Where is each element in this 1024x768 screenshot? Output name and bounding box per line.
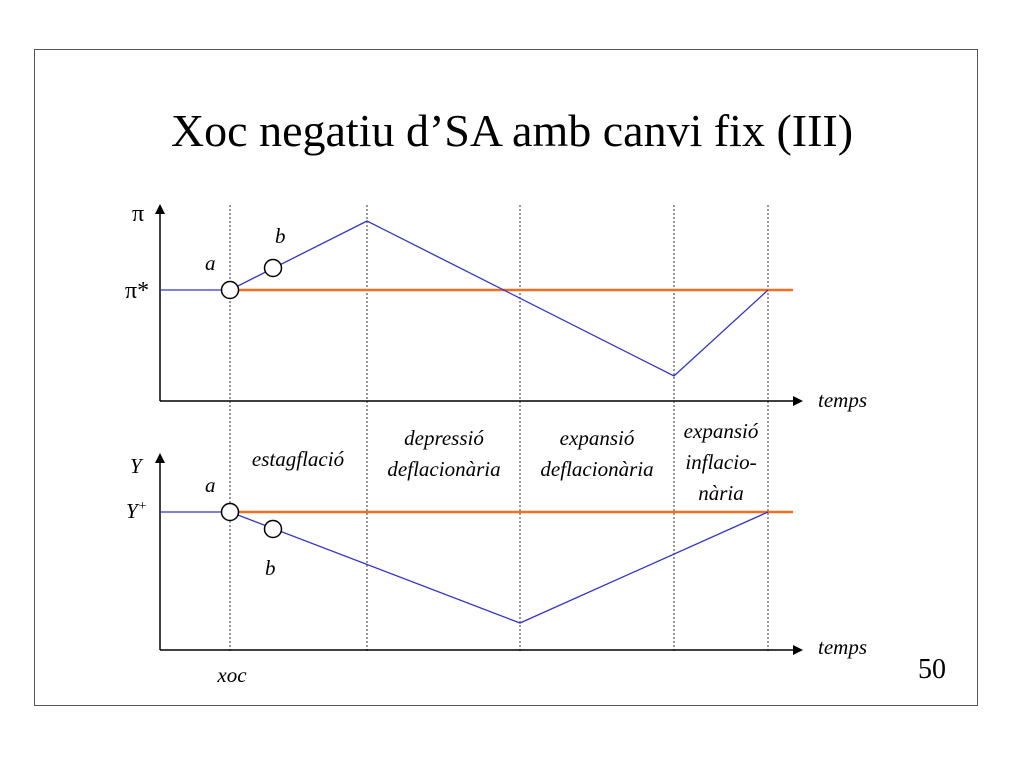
top-panel: π π* a b temps: [125, 201, 867, 412]
bottom-level-label: Y+: [126, 499, 147, 523]
phase-expansion-infl-label-line1: expansió: [684, 419, 759, 443]
top-point-b-marker: [263, 258, 283, 278]
phase-stagflation-label: estagflació: [252, 447, 345, 471]
phase-depression-label-line2: deflacionària: [387, 457, 500, 481]
phase-depression-label-line1: depressió: [404, 426, 484, 450]
bottom-x-axis-label: temps: [818, 635, 867, 659]
shock-label: xoc: [216, 663, 247, 687]
slide-frame: [34, 49, 978, 706]
phase-expansion-defl-label-line1: expansió: [560, 426, 635, 450]
phase-expansion-infl-label-line2: inflacio-: [685, 450, 756, 474]
bottom-point-a-marker: [220, 502, 240, 522]
bottom-point-b-label: b: [265, 556, 276, 580]
bottom-level-label-base: Y: [126, 499, 140, 523]
bottom-point-a-label: a: [205, 473, 216, 497]
bottom-x-axis-arrow-icon: [793, 645, 803, 655]
top-point-b-label: b: [275, 224, 286, 248]
inflation-path: [160, 220, 769, 377]
slide-title: Xoc negatiu d’SA amb canvi fix (III): [170, 105, 854, 156]
top-x-axis-label: temps: [818, 388, 867, 412]
phase-dividers: [229, 205, 769, 652]
top-point-a-label: a: [205, 251, 216, 275]
phase-expansion-defl-label-line2: deflacionària: [540, 457, 653, 481]
bottom-panel: Y Y+ a b temps xoc: [126, 453, 867, 687]
top-y-axis-label: π: [132, 201, 144, 227]
top-y-axis-arrow-icon: [155, 204, 165, 214]
bottom-level-label-superscript: +: [138, 499, 147, 514]
page-number: 50: [918, 654, 946, 685]
bottom-point-b-marker: [263, 519, 283, 539]
top-point-a-marker: [220, 280, 240, 300]
bottom-y-axis-arrow-icon: [155, 453, 165, 463]
top-level-label: π*: [125, 278, 149, 304]
phase-expansion-infl-label-line3: nària: [698, 481, 744, 505]
phase-labels: estagflació depressió deflacionària expa…: [252, 419, 759, 505]
top-x-axis-arrow-icon: [793, 396, 803, 406]
bottom-y-axis-label: Y: [130, 454, 144, 478]
output-path: [160, 511, 769, 624]
